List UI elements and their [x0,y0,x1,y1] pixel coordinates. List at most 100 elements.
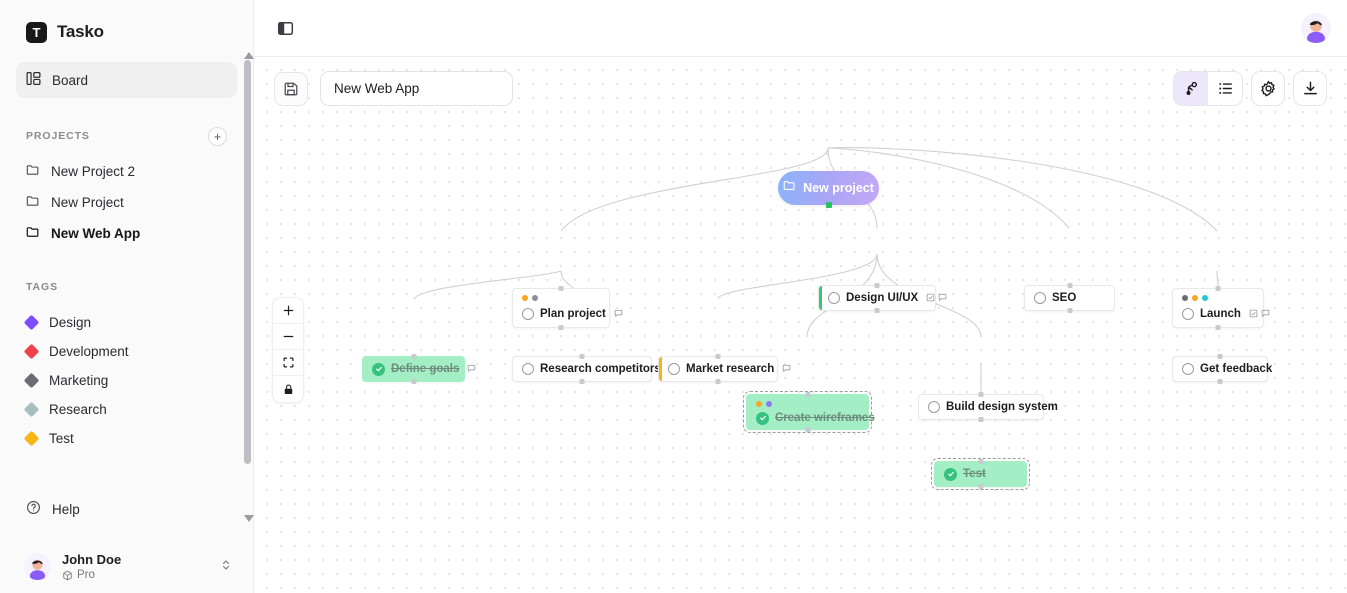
mindmap-node-launch[interactable]: Launch [1172,286,1270,330]
mindmap-node-research[interactable]: Research competitors [512,354,661,384]
sidebar-tag-development[interactable]: Development [0,337,253,366]
node-handle-top[interactable] [978,392,984,397]
tags-section-header: TAGS [0,277,253,297]
node-handle-bottom[interactable] [558,325,564,330]
tag-label: Research [49,402,107,417]
node-body: Plan project [513,289,623,327]
node-complete-checkbox[interactable] [756,411,769,425]
comment-icon[interactable] [614,305,623,323]
node-handle-top[interactable] [558,286,564,291]
comment-icon[interactable] [1261,305,1270,323]
node-complete-checkbox[interactable] [372,362,385,376]
node-complete-checkbox[interactable] [522,308,534,320]
folder-icon [26,225,40,242]
sidebar-tag-test[interactable]: Test [0,424,253,453]
node-handle-bottom[interactable] [715,379,721,384]
scroll-up-arrow-icon[interactable] [244,52,254,59]
projects-heading: PROJECTS [26,130,90,142]
node-label: Build design system [946,401,1058,413]
check-square-icon[interactable] [1249,305,1258,323]
settings-button[interactable] [1251,71,1285,106]
node-handle-bottom[interactable] [978,484,983,489]
add-project-button[interactable]: + [208,126,227,146]
zoom-out-button[interactable] [273,324,303,350]
lock-canvas-button[interactable] [273,376,303,402]
project-label: New Project 2 [51,164,136,179]
root-node-label: New project [803,181,874,195]
mindmap-node-buildds[interactable]: Build design system [918,392,1058,422]
sidebar-scrollbar[interactable] [244,52,254,522]
user-plan: Pro [62,569,209,581]
mindmap-node-test[interactable]: Test [931,458,1030,490]
sidebar-item-help[interactable]: Help [0,493,106,525]
mindmap-node-market[interactable]: Market research [658,354,791,384]
mindmap-node-plan[interactable]: Plan project [512,286,623,330]
mindmap-node-seo[interactable]: SEO [1024,283,1115,313]
user-switcher-chevron-icon[interactable] [220,558,232,575]
node-handle-bottom[interactable] [1067,308,1072,313]
mindmap-node-wireframes[interactable]: Create wireframes [743,391,875,433]
check-square-icon[interactable] [926,289,935,307]
node-handle-top[interactable] [715,354,721,359]
tag-color-swatch-icon [23,343,40,360]
sidebar-project-new-project-2[interactable]: New Project 2 [0,156,253,187]
mindmap-node-design[interactable]: Design UI/UX [818,283,947,313]
list-view-button[interactable] [1208,72,1242,105]
mindmap-node-goals[interactable]: Define goals [362,354,476,384]
node-complete-checkbox[interactable] [668,363,680,375]
node-complete-checkbox[interactable] [1182,308,1194,320]
topbar-avatar[interactable] [1301,13,1331,43]
node-handle-bottom[interactable] [1217,379,1223,384]
node-complete-checkbox[interactable] [1182,363,1194,375]
scroll-down-arrow-icon[interactable] [244,515,254,522]
node-handle-bottom[interactable] [978,417,984,422]
node-complete-checkbox[interactable] [828,292,840,304]
node-handle-top[interactable] [1217,354,1223,359]
node-complete-checkbox[interactable] [928,401,940,413]
sidebar-tag-design[interactable]: Design [0,308,253,337]
tree-view-button[interactable] [1174,72,1208,105]
node-handle-bottom[interactable] [579,379,585,384]
project-title-input[interactable] [320,71,513,106]
sidebar-item-board[interactable]: Board [16,62,237,98]
node-handle-top[interactable] [805,392,810,397]
sidebar-project-new-project[interactable]: New Project [0,187,253,218]
node-handle-bottom[interactable] [874,308,880,313]
mindmap-root-node[interactable]: New project [778,171,879,208]
mindmap-node-feedback[interactable]: Get feedback [1172,354,1272,384]
node-handle-top[interactable] [411,354,416,359]
sidebar-project-new-web-app[interactable]: New Web App [0,218,253,249]
node-complete-checkbox[interactable] [944,467,957,481]
node-handle-bottom[interactable] [411,379,416,384]
node-handle-top[interactable] [1215,286,1221,291]
node-handle-top[interactable] [1067,283,1072,288]
node-body: Define goals [363,357,476,381]
comment-icon[interactable] [782,360,791,378]
node-handle-top[interactable] [978,459,983,464]
node-label: Design UI/UX [846,292,919,304]
node-handle-bottom[interactable] [825,202,832,208]
node-complete-checkbox[interactable] [1034,292,1046,304]
node-complete-checkbox[interactable] [522,363,534,375]
project-label: New Web App [51,226,141,241]
save-button[interactable] [274,71,308,106]
download-button[interactable] [1293,71,1327,106]
node-handle-top[interactable] [579,354,585,359]
comment-icon[interactable] [467,360,476,378]
comment-icon[interactable] [938,289,947,307]
zoom-in-button[interactable] [273,298,303,324]
sidebar-tag-marketing[interactable]: Marketing [0,366,253,395]
sidebar-toggle-button[interactable] [270,13,300,43]
fit-view-button[interactable] [273,350,303,376]
node-handle-bottom[interactable] [1215,325,1221,330]
scrollbar-thumb[interactable] [244,60,251,464]
user-plan-label: Pro [77,569,95,581]
node-handle-bottom[interactable] [805,427,810,432]
user-profile-row[interactable]: John Doe Pro [0,551,254,581]
node-handle-top[interactable] [874,283,880,288]
sidebar-tag-research[interactable]: Research [0,395,253,424]
gear-icon [1260,80,1275,97]
node-label: Define goals [391,363,460,375]
